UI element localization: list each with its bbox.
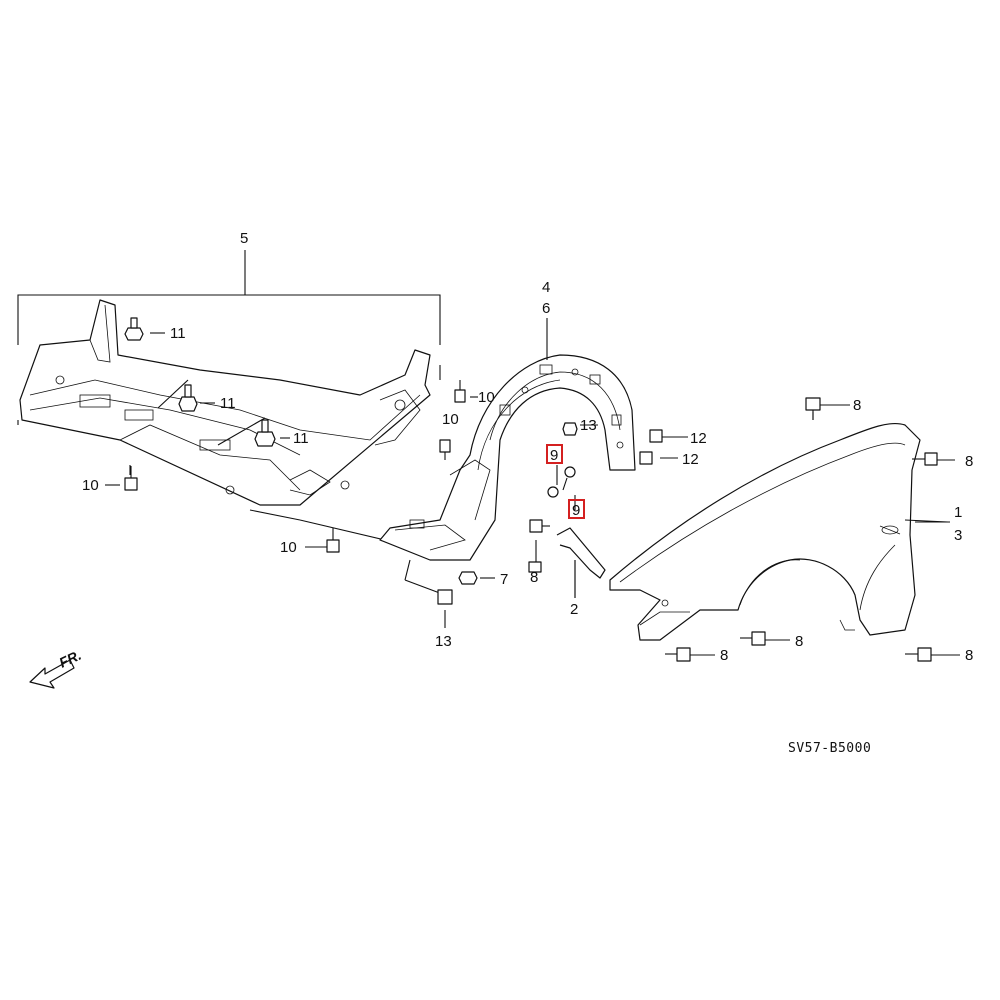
callout-13: 13	[435, 633, 452, 650]
callout-12: 12	[682, 451, 699, 468]
callout-11: 11	[170, 325, 186, 342]
bolt-icon	[905, 647, 932, 662]
callout-6: 6	[542, 300, 550, 317]
front-fender	[609, 422, 921, 641]
bolt-icon	[740, 631, 766, 646]
clip-11-icons	[124, 317, 276, 447]
diagram-code: SV57-B5000	[788, 741, 871, 756]
callout-12: 12	[690, 430, 707, 447]
part5-bracket-lines	[17, 250, 441, 425]
callout-13: 13	[580, 417, 597, 434]
callout-1: 1	[954, 504, 962, 521]
highlight-box	[546, 444, 563, 464]
bolt-icon	[529, 519, 550, 533]
bolt-icon	[454, 380, 466, 403]
highlight-box	[568, 499, 585, 519]
front-direction-indicator: FR.	[29, 647, 84, 689]
inner-fender-fasteners	[437, 422, 663, 605]
clip-icon	[437, 589, 453, 605]
callout-4: 4	[542, 279, 550, 296]
bolt-10-icons	[124, 380, 466, 553]
callout-11: 11	[293, 430, 309, 447]
clip-icon	[124, 317, 144, 341]
bolt-8-icons	[528, 397, 938, 662]
front-under-panel	[19, 299, 431, 506]
part5-leaders	[105, 332, 386, 548]
bolt-icon	[528, 561, 542, 573]
callout-11: 11	[220, 395, 236, 412]
callout-9-highlighted: 9	[550, 447, 558, 464]
arrow-left-icon	[29, 659, 75, 689]
clip-icon	[458, 571, 478, 585]
callout-8: 8	[530, 569, 538, 586]
nut-icon	[649, 429, 663, 443]
fender-leader	[904, 519, 949, 523]
bolt-icon	[805, 397, 821, 420]
callout-8: 8	[965, 453, 973, 470]
callout-9-highlighted: 9	[572, 502, 580, 519]
callout-3: 3	[954, 527, 962, 544]
callout-10: 10	[478, 389, 495, 406]
inner-fender	[379, 354, 636, 561]
callout-8: 8	[965, 647, 973, 664]
callout-8: 8	[720, 647, 728, 664]
callout-7: 7	[500, 571, 508, 588]
bolt-icon	[326, 528, 340, 553]
callout-8: 8	[853, 397, 861, 414]
clip-icon	[178, 384, 198, 412]
clip-icon	[562, 422, 578, 436]
bolt-icon	[124, 466, 138, 491]
callout-2: 2	[570, 601, 578, 618]
bolt-icon	[912, 452, 938, 466]
nut-icon	[639, 451, 653, 465]
callout-8: 8	[795, 633, 803, 650]
callout-10: 10	[442, 411, 459, 428]
bolt-icon	[439, 439, 451, 460]
callout-labels: 5 11 11 11 10 10 10 10 4 6 13 12 12 7 13…	[82, 230, 973, 664]
bolt-icon	[665, 647, 691, 662]
direction-label: FR.	[57, 647, 84, 671]
callout-10: 10	[280, 539, 297, 556]
fender-bracket	[556, 527, 606, 598]
screw-icon	[562, 466, 576, 491]
screw-icon	[547, 486, 559, 498]
callout-5: 5	[240, 230, 248, 247]
callout-10: 10	[82, 477, 99, 494]
clip-icon	[254, 419, 276, 447]
